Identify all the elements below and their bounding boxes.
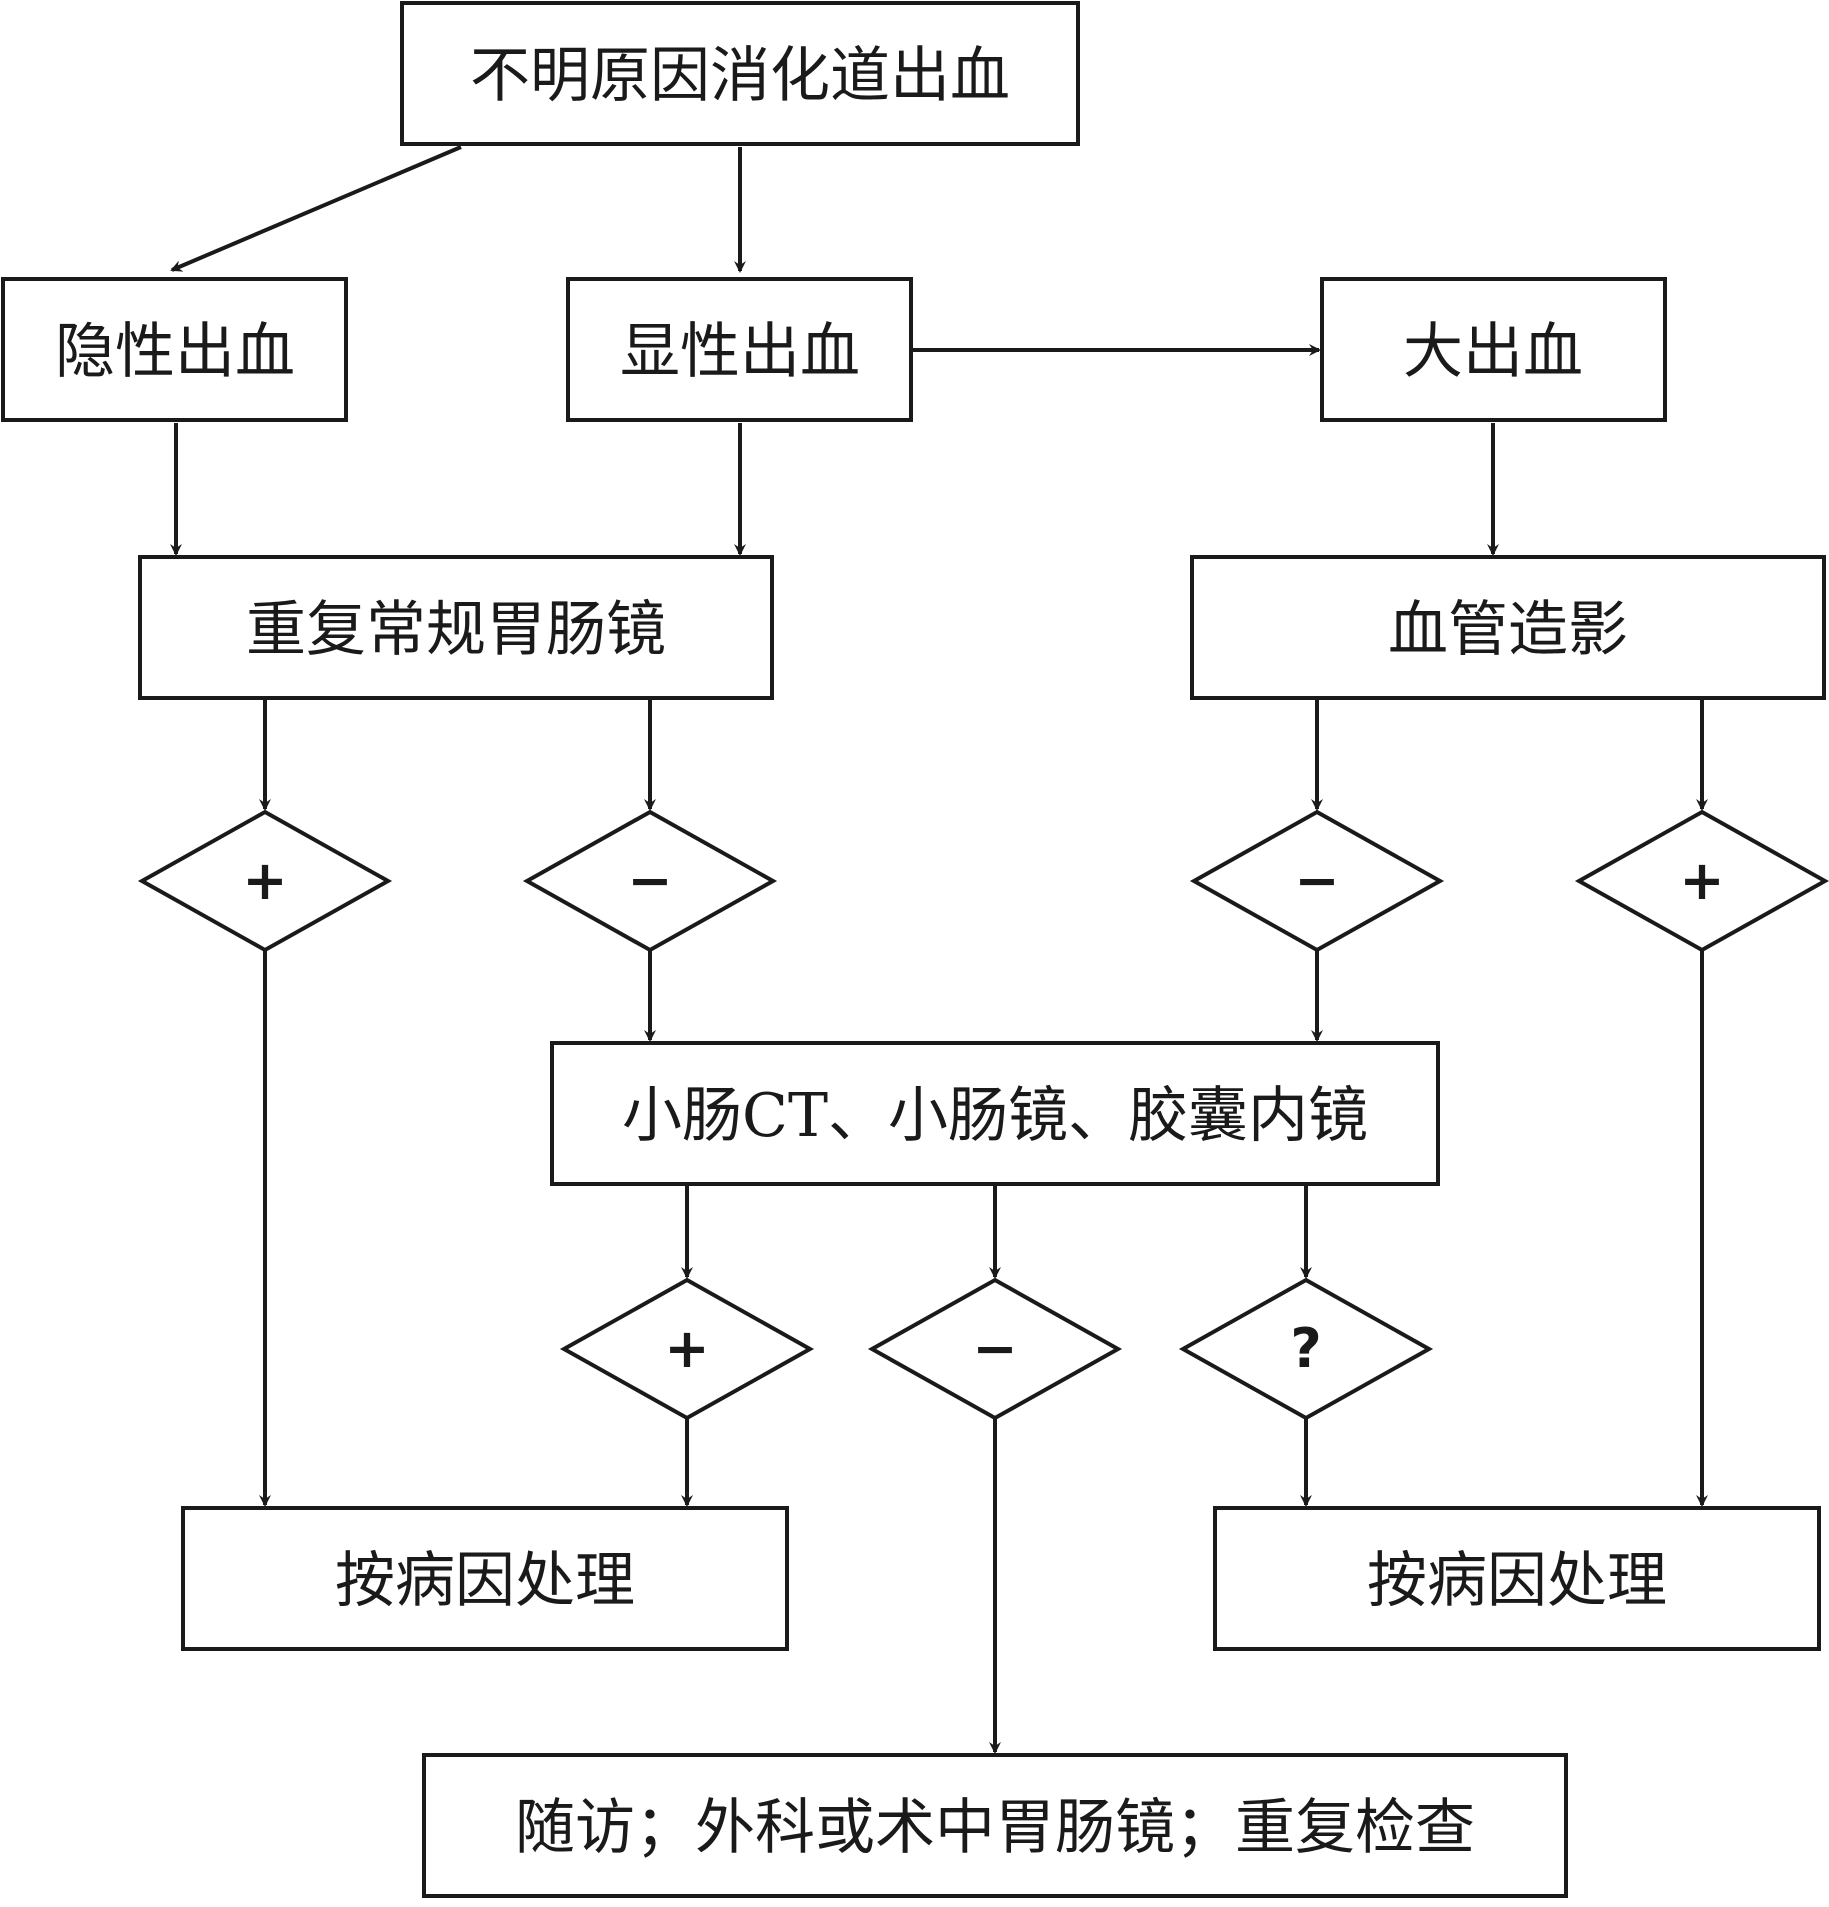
decision-d1: + [137,809,393,953]
decision-d3-label: − [1294,849,1339,912]
decision-d4: + [1574,809,1829,953]
edge-root-to-occult [170,145,462,272]
node-treat-right-label: 按病因处理 [1367,1546,1667,1616]
node-occult: 隐性出血 [1,277,348,422]
node-repeat-endoscopy: 重复常规胃肠镜 [138,555,774,700]
decision-d5-label: + [664,1317,709,1380]
decision-d6-label: − [972,1317,1017,1380]
edges [170,145,1708,1754]
node-angiography-label: 血管造影 [1388,595,1628,665]
node-occult-label: 隐性出血 [55,317,295,387]
node-treat-left: 按病因处理 [181,1506,789,1651]
node-small-bowel-label: 小肠CT、小肠镜、胶囊内镜 [622,1081,1368,1151]
node-overt-label: 显性出血 [620,317,860,387]
decision-d2: − [522,809,778,953]
decision-d7-label: ? [1290,1317,1321,1380]
decision-d4-label: + [1679,849,1724,912]
decision-d1-label: + [242,849,287,912]
decision-d5: + [559,1277,815,1421]
node-massive-label: 大出血 [1403,317,1583,387]
node-treat-right: 按病因处理 [1213,1506,1821,1651]
node-treat-left-label: 按病因处理 [335,1546,635,1616]
decision-d6: − [867,1277,1123,1421]
node-overt: 显性出血 [566,277,913,422]
node-root: 不明原因消化道出血 [400,1,1080,146]
decision-d3: − [1189,809,1445,953]
node-followup-label: 随访；外科或术中胃肠镜；重复检查 [515,1793,1475,1863]
decision-d7: ? [1178,1277,1434,1421]
node-followup: 随访；外科或术中胃肠镜；重复检查 [422,1753,1568,1898]
node-repeat-endoscopy-label: 重复常规胃肠镜 [246,595,666,665]
node-angiography: 血管造影 [1190,555,1826,700]
decision-d2-label: − [627,849,672,912]
node-small-bowel: 小肠CT、小肠镜、胶囊内镜 [550,1041,1440,1186]
node-massive: 大出血 [1320,277,1667,422]
node-root-label: 不明原因消化道出血 [470,41,1010,111]
